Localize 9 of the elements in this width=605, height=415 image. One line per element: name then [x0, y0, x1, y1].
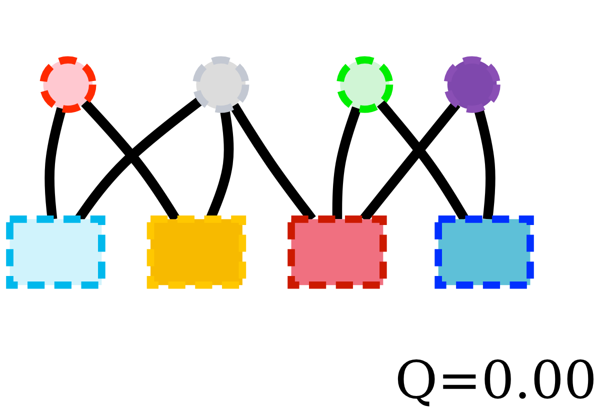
node-circle — [336, 56, 394, 113]
node-box — [434, 216, 534, 289]
node-box — [6, 216, 106, 289]
node-box — [288, 216, 387, 289]
node-circle — [40, 56, 96, 113]
node-box — [146, 216, 246, 289]
node-circle — [192, 56, 250, 113]
node-circle — [444, 56, 500, 113]
modularity-value: Q=0.00 — [395, 351, 597, 411]
